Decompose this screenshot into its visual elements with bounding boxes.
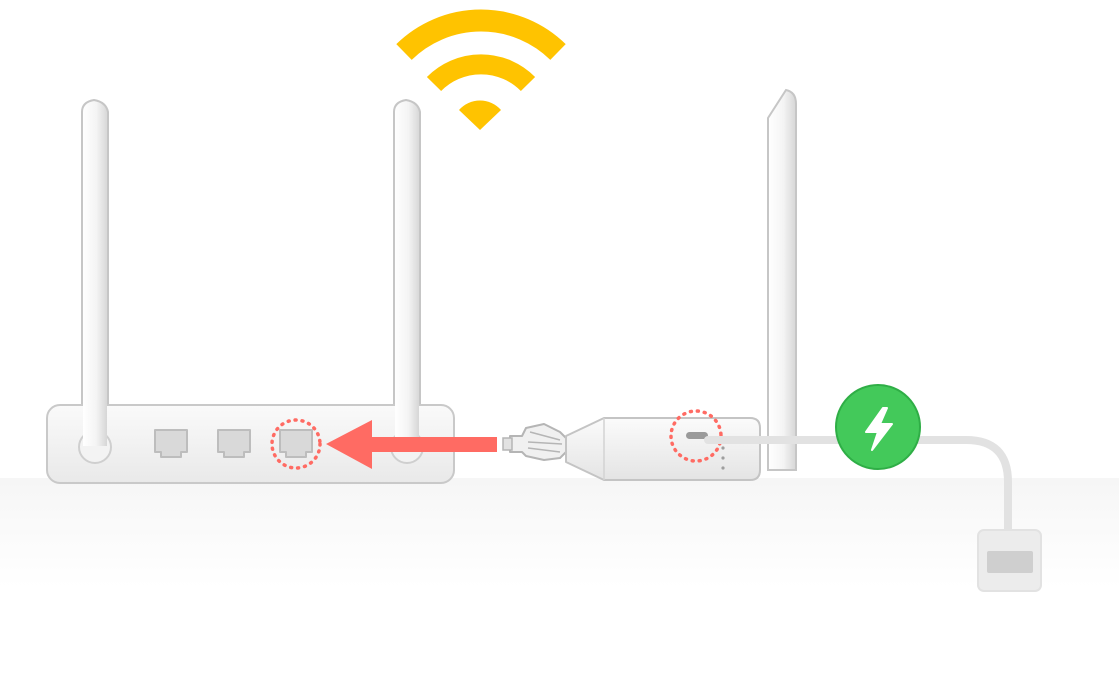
extender-antenna [767,88,797,471]
status-indicator-dots [721,446,725,470]
micro-usb-port [686,432,708,439]
router-antenna-right [393,98,421,446]
left-arrow-icon [326,420,497,469]
power-cable [704,436,1012,542]
wifi-signal-icon [396,9,566,130]
lan-port-1 [154,429,188,458]
lan-port-2 [217,429,251,458]
lightning-bolt-icon [865,407,893,451]
floor-shadow [0,478,1119,588]
ethernet-plug [502,423,567,461]
lan-port-3 [279,429,313,458]
extender-body [565,417,761,481]
lan-port-highlight-ring [270,418,322,470]
power-adapter [977,529,1042,592]
router-antenna-left [81,98,109,446]
power-badge [835,384,921,470]
